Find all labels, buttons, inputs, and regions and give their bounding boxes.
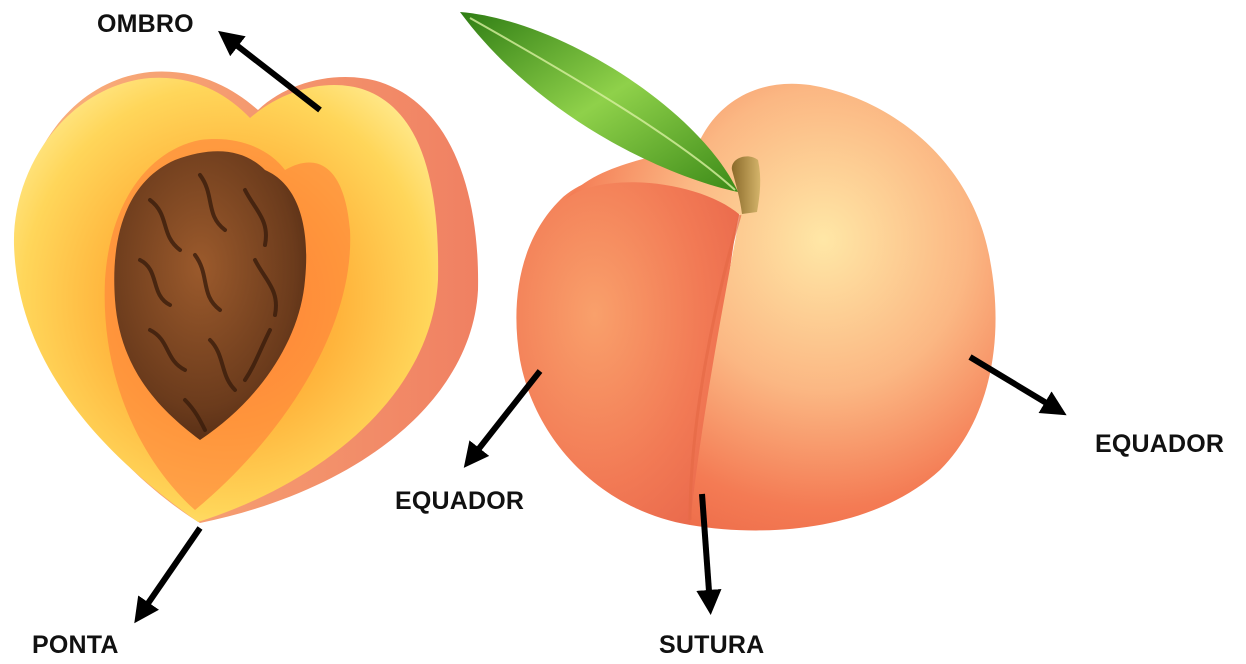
label-ponta: PONTA: [32, 633, 119, 658]
label-equador-left: EQUADOR: [395, 489, 524, 514]
leaf: [460, 12, 738, 192]
half-peach: [14, 72, 478, 523]
label-ombro: OMBRO: [97, 12, 194, 37]
whole-peach: [460, 12, 996, 530]
arrow-ponta: [140, 528, 200, 615]
label-equador-right: EQUADOR: [1095, 432, 1224, 457]
label-sutura: SUTURA: [659, 633, 764, 658]
arrow-equador-left: [470, 371, 540, 460]
